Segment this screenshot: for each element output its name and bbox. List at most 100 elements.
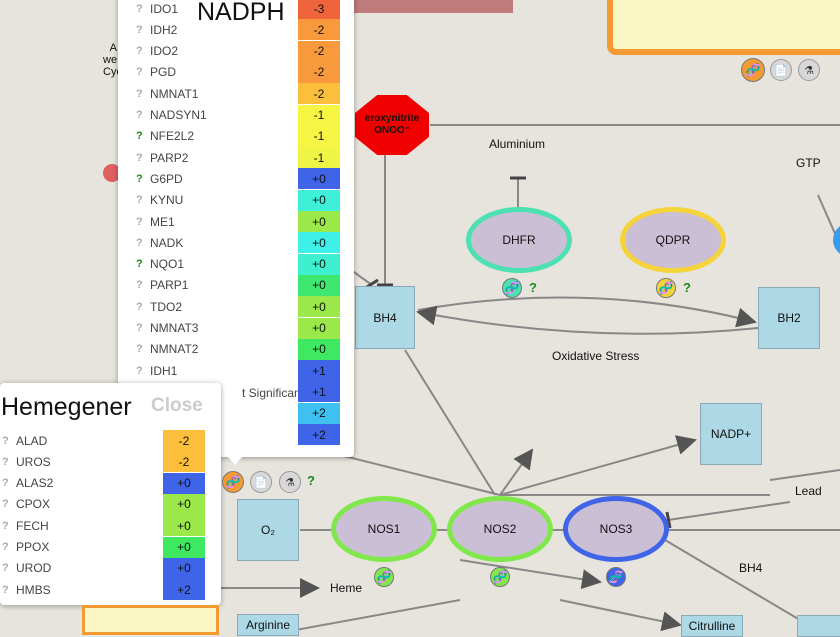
peroxynitrite-formula: ONOO⁻ — [374, 125, 410, 136]
gene-status-marker: ? — [136, 279, 143, 292]
gene-name: PARP1 — [150, 278, 189, 293]
nadph-gene-row[interactable]: ?ME1 — [136, 211, 175, 232]
heme-gene-row[interactable]: ?UROS — [2, 451, 51, 472]
gene-status-marker: ? — [2, 562, 9, 575]
gene-status-marker: ? — [2, 519, 9, 532]
gene-name: PPOX — [16, 540, 50, 554]
nadph-gene-row[interactable]: ?NMNAT3 — [136, 318, 198, 339]
left-fragment-text: A we Cyc — [103, 42, 122, 78]
gene-name: ALAS2 — [16, 476, 54, 491]
gene-score-cell: +0 — [163, 536, 205, 558]
nos2-dna-icon[interactable]: 🧬 — [490, 567, 510, 587]
gene-status-marker: ? — [136, 236, 143, 249]
nadph-gene-row[interactable]: ? IDO1 — [136, 0, 178, 19]
bottom-right-node[interactable] — [797, 615, 840, 637]
bh4-label: BH4 — [739, 561, 763, 575]
o2-node[interactable]: O₂ — [237, 499, 299, 561]
gene-score-cell: +1 — [298, 381, 340, 403]
qdpr-unknown-marker: ? — [683, 280, 691, 295]
gene-score-cell: +0 — [298, 232, 340, 254]
gene-score-cell: +2 — [298, 402, 340, 424]
edge-left-nos2 — [339, 454, 501, 496]
heme-gene-row[interactable]: ?UROD — [2, 558, 51, 579]
gene-name: TDO2 — [150, 299, 183, 314]
gene-name: CPOX — [16, 497, 51, 512]
heme-gene-row[interactable]: ?ALAD — [2, 430, 47, 451]
gene-status-marker: ? — [2, 541, 9, 553]
aluminium-label: Aluminium — [489, 137, 546, 151]
nadph-gene-row[interactable]: ?KYNU — [136, 190, 183, 211]
heme-gene-row[interactable]: ? FECH — [2, 515, 49, 536]
gene-status-marker: ? — [136, 2, 143, 15]
nadph-gene-row[interactable]: ?NFE2L2 — [136, 126, 194, 147]
nadph-gene-row[interactable]: ?IDH1 — [136, 360, 177, 381]
nadph-gene-row[interactable]: ?NADSYN1 — [136, 105, 207, 126]
heme-document-icon[interactable]: 📄 — [250, 471, 272, 493]
top-document-icon[interactable]: 📄 — [770, 59, 792, 81]
right-blue-node-fragment[interactable] — [833, 223, 840, 257]
nos2-node[interactable]: NOS2 — [447, 496, 553, 562]
nadph-gene-row[interactable]: ?IDH2 — [136, 19, 177, 40]
nadph-gene-row[interactable]: ?G6PD — [136, 168, 183, 189]
heme-gene-row[interactable]: ? CPOX — [2, 494, 50, 515]
top-dna-icon[interactable]: 🧬 — [741, 58, 765, 82]
nadp-node[interactable]: NADP+ — [700, 403, 762, 465]
gene-name: HMBS — [16, 582, 51, 597]
nadph-popup: NADPH t Significant) ?IDO1-3?IDH2-2?IDO2… — [118, 0, 354, 457]
nos3-dna-icon[interactable]: 🧬 — [606, 567, 626, 587]
edge-nos2-up — [499, 448, 534, 496]
heme-flask-icon[interactable]: ⚗ — [279, 471, 301, 493]
nos1-node[interactable]: NOS1 — [331, 496, 437, 562]
nadph-gene-row[interactable]: ?PARP2 — [136, 147, 188, 168]
heme-dna-icon[interactable]: 🧬 — [222, 471, 244, 493]
qdpr-node[interactable]: QDPR — [620, 207, 726, 273]
dhfr-node[interactable]: DHFR — [466, 207, 572, 273]
nadph-gene-row[interactable]: ?NMNAT1 — [136, 83, 198, 104]
nadph-popup-title: NADPH — [197, 0, 285, 26]
nadph-gene-row[interactable]: ?PGD — [136, 62, 176, 83]
gene-name: NADK — [150, 235, 184, 250]
arginine-node[interactable]: Arginine — [237, 614, 299, 636]
gene-status-marker: ? — [136, 66, 143, 79]
bh4-node[interactable]: BH4 — [355, 286, 415, 349]
qdpr-dna-icon[interactable]: 🧬 — [656, 278, 676, 298]
edge-bottom-left — [289, 599, 461, 631]
top-flask-icon[interactable]: ⚗ — [798, 59, 820, 81]
gene-score-cell: -1 — [298, 147, 340, 169]
gene-name: UROS — [16, 454, 51, 469]
nadph-gene-row[interactable]: ? PARP1 — [136, 275, 188, 296]
heme-gene-row[interactable]: ?HMBS — [2, 579, 51, 600]
top-right-yellow-box[interactable] — [607, 0, 840, 55]
bh2-node[interactable]: BH2 — [758, 287, 820, 349]
edge-nos3-lower — [664, 539, 801, 621]
gene-status-marker: ? — [136, 151, 143, 164]
citrulline-node[interactable]: Citrulline — [681, 615, 743, 637]
heme-gene-row[interactable]: ? PPOX — [2, 537, 49, 558]
heme-close-button[interactable]: Close — [151, 395, 203, 416]
gene-status-marker: ? — [2, 498, 9, 511]
gene-name: IDO1 — [150, 1, 179, 16]
nadph-gene-row[interactable]: ? NADK — [136, 232, 183, 253]
heme-gene-row[interactable]: ?ALAS2 — [2, 473, 53, 494]
gene-status-marker: ? — [136, 172, 143, 185]
gene-name: FECH — [16, 518, 49, 533]
gene-status-marker: ? — [136, 45, 143, 58]
gene-score-cell: +0 — [298, 317, 340, 339]
nos3-node[interactable]: NOS3 — [563, 496, 669, 562]
dhfr-dna-icon[interactable]: 🧬 — [502, 278, 522, 298]
gene-score-cell: -2 — [298, 19, 340, 41]
nadph-gene-row[interactable]: ?NQO1 — [136, 254, 184, 275]
gtp-label: GTP — [796, 156, 821, 170]
nadph-gene-row[interactable]: ?IDO2 — [136, 41, 178, 62]
nadph-gene-row[interactable]: ? TDO2 — [136, 296, 182, 317]
nos1-dna-icon[interactable]: 🧬 — [374, 567, 394, 587]
gene-score-cell: -2 — [163, 451, 205, 473]
gene-name: NFE2L2 — [150, 129, 195, 144]
gene-score-cell: +0 — [163, 557, 205, 579]
gene-score-cell: +0 — [298, 168, 340, 190]
gene-status-marker: ? — [136, 300, 143, 313]
nadph-gene-row[interactable]: ?NMNAT2 — [136, 339, 198, 360]
gene-name: NMNAT3 — [150, 321, 199, 335]
